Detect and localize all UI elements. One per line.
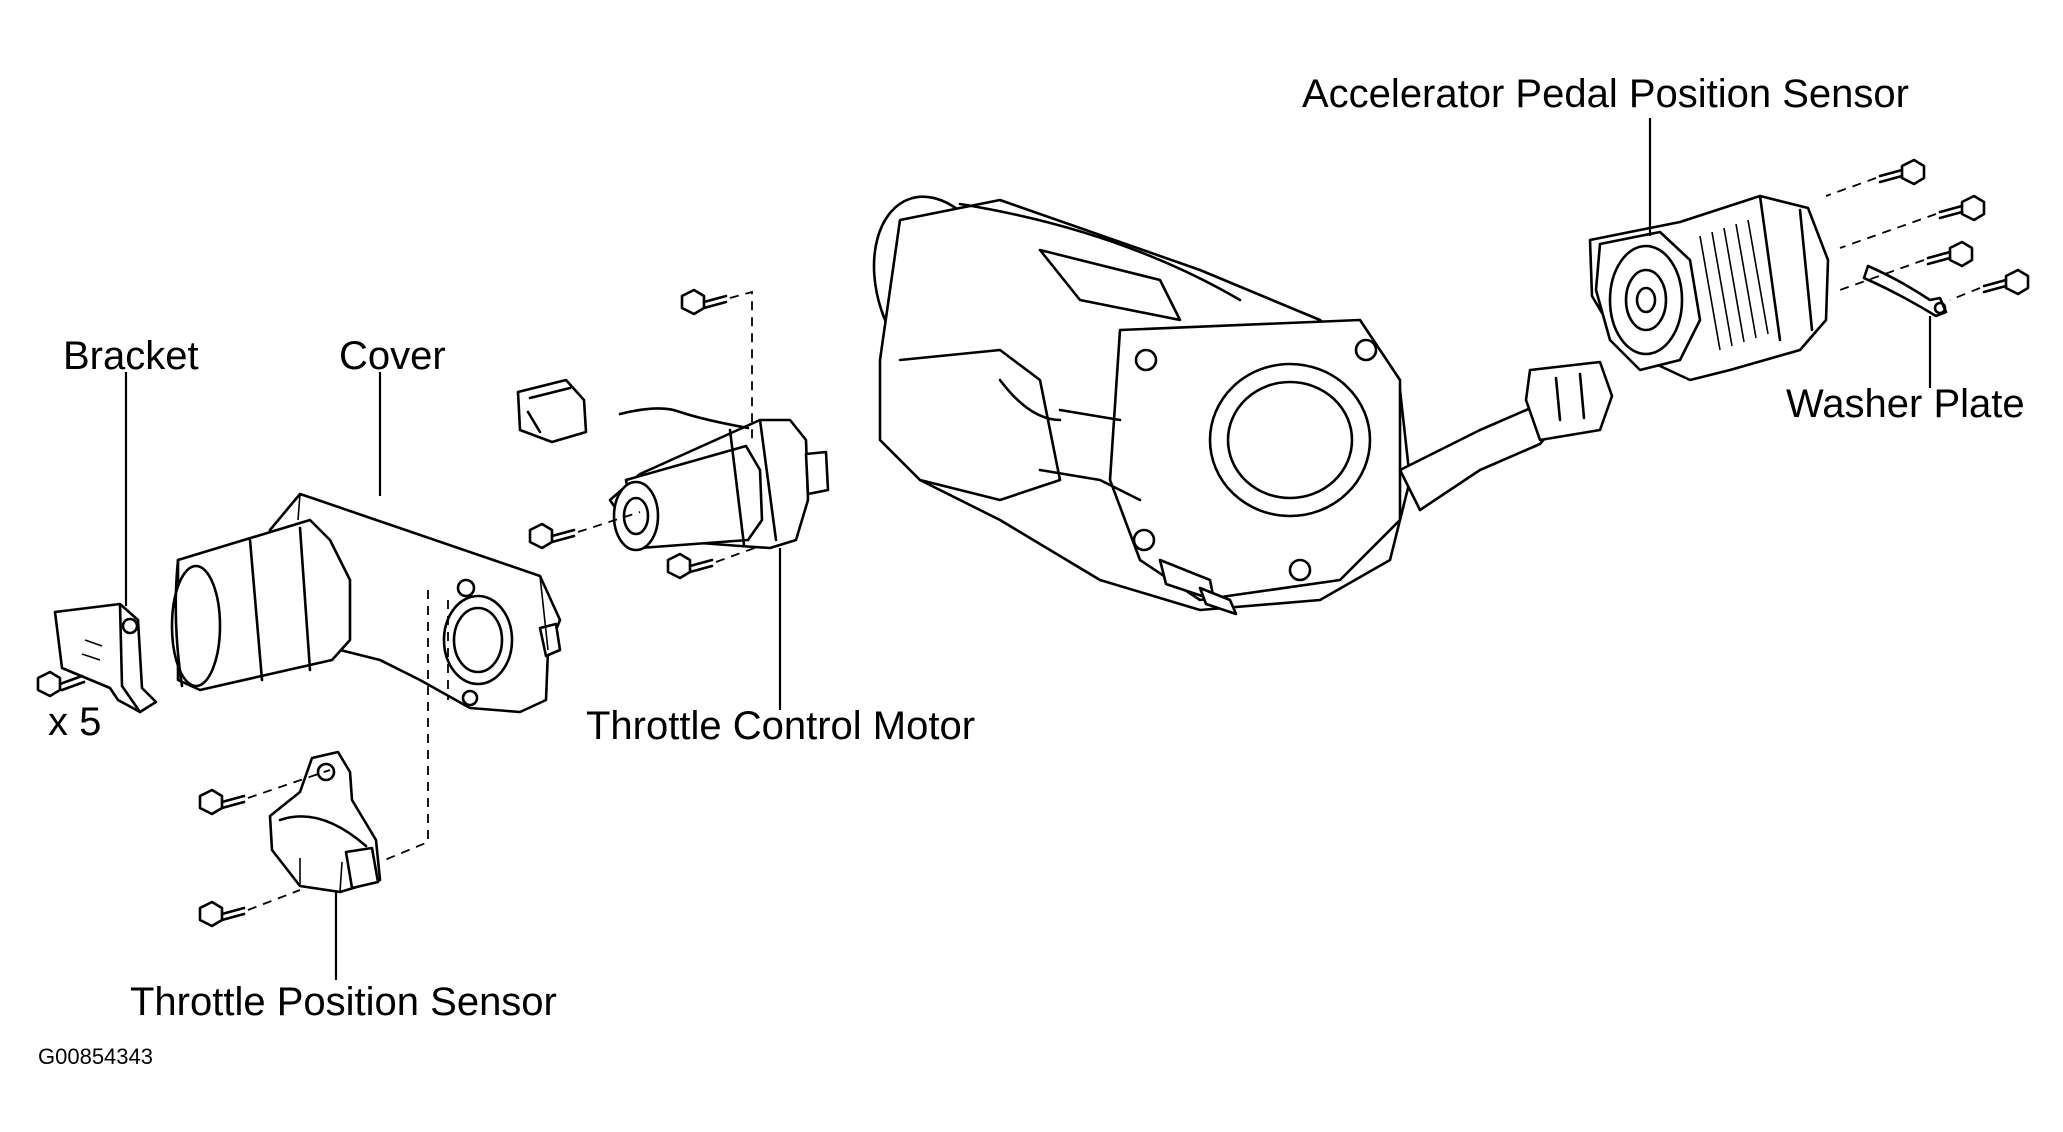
- bracket-bolt: [36, 670, 86, 698]
- label-quantity: x 5: [48, 700, 102, 744]
- throttle-body-part: [872, 195, 1614, 616]
- label-throttle-position-sensor: Throttle Position Sensor: [130, 980, 557, 1024]
- label-accelerator-pedal-position-sensor: Accelerator Pedal Position Sensor: [1302, 72, 1909, 116]
- tcm-bolt-left: [528, 522, 576, 550]
- tps-bolt-lower: [198, 900, 246, 928]
- tps-bolt-upper: [198, 788, 246, 816]
- tcm-bolt-bottom: [666, 552, 714, 580]
- label-washer-plate: Washer Plate: [1786, 382, 2025, 426]
- bracket-part: [53, 602, 158, 714]
- label-cover: Cover: [339, 334, 446, 378]
- apps-bolt-3: [1926, 240, 1974, 268]
- throttle-position-sensor-part: [268, 750, 382, 894]
- label-bracket: Bracket: [63, 334, 199, 378]
- apps-bolt-2: [1938, 194, 1986, 222]
- apps-bolt-1: [1878, 158, 1926, 186]
- label-throttle-control-motor: Throttle Control Motor: [586, 704, 976, 748]
- apps-bolt-4: [1982, 268, 2030, 296]
- accelerator-pedal-position-sensor-part: [1588, 194, 1830, 382]
- figure-code: G00854343: [38, 1044, 153, 1069]
- washer-plate-part: [1862, 264, 1948, 318]
- cover-part: [170, 492, 562, 714]
- throttle-control-motor-part: [516, 378, 830, 552]
- tcm-bolt-top: [680, 288, 728, 316]
